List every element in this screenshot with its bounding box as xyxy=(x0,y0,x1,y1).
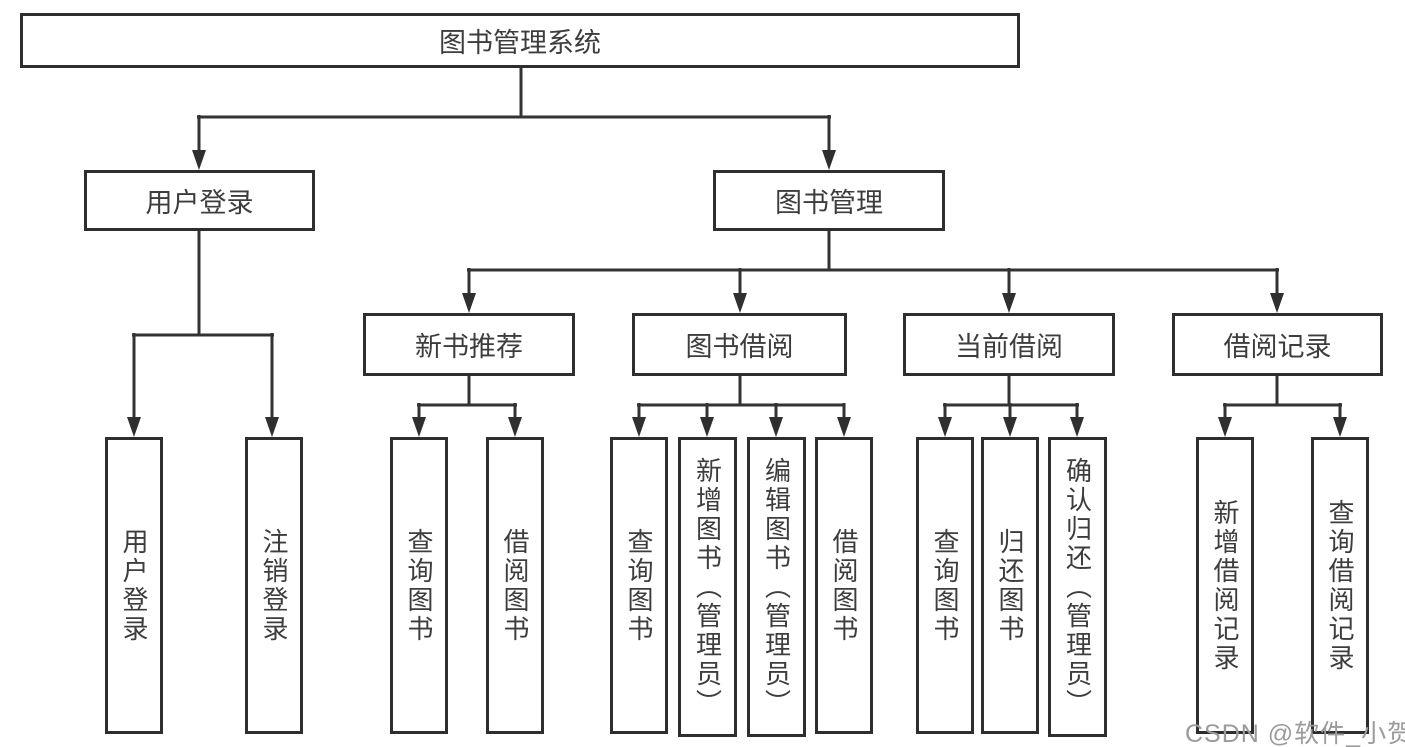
node-label: 图书管理 xyxy=(775,188,883,218)
node-label: 图书借阅 xyxy=(685,332,794,362)
leaf-edit-books-admin: 编辑图书（管理员） xyxy=(747,437,806,737)
node-label: 确认归还（管理员） xyxy=(1062,456,1093,718)
leaf-query-books-recommend: 查询图书 xyxy=(390,437,448,734)
node-label: 新增借阅记录 xyxy=(1210,498,1240,673)
node-label: 借阅记录 xyxy=(1223,332,1332,362)
leaf-confirm-return-admin: 确认归还（管理员） xyxy=(1048,437,1107,737)
node-label: 编辑图书（管理员） xyxy=(761,456,792,718)
node-label: 新书推荐 xyxy=(415,332,523,362)
leaf-add-books-admin: 新增图书（管理员） xyxy=(678,437,737,737)
node-label: 借阅图书 xyxy=(500,527,530,644)
watermark: CSDN @软件_小贺同学 xyxy=(1185,720,1405,747)
node-label: 借阅图书 xyxy=(829,527,859,644)
connector-bookmgmt-to-level3 xyxy=(462,231,1284,313)
connector-borrowing-to-leaves xyxy=(632,375,851,437)
node-label: 注销登录 xyxy=(259,527,289,644)
connector-records-to-leaves xyxy=(1218,375,1347,437)
node-label: 查询图书 xyxy=(930,527,960,644)
node-label: 新增图书（管理员） xyxy=(692,456,723,718)
node-root: 图书管理系统 xyxy=(20,13,1020,68)
node-book-borrowing: 图书借阅 xyxy=(632,313,847,376)
node-label: 查询借阅记录 xyxy=(1325,498,1355,673)
connector-userlogin-to-leaves xyxy=(127,231,279,437)
node-label: 归还图书 xyxy=(995,527,1025,644)
node-book-management: 图书管理 xyxy=(713,170,945,231)
connector-root-to-level2 xyxy=(192,68,836,170)
node-borrow-records: 借阅记录 xyxy=(1172,313,1383,376)
connector-current-to-leaves xyxy=(938,375,1084,437)
connector-newbooks-to-leaves xyxy=(412,375,522,437)
node-label: 用户登录 xyxy=(145,188,254,218)
leaf-add-borrow-record: 新增借阅记录 xyxy=(1196,437,1254,734)
node-new-book-recommend: 新书推荐 xyxy=(363,313,575,376)
leaf-return-books: 归还图书 xyxy=(981,437,1039,734)
leaf-query-books-borrowing: 查询图书 xyxy=(610,437,668,734)
node-label: 用户登录 xyxy=(119,527,149,644)
node-user-login-branch: 用户登录 xyxy=(84,170,315,231)
leaf-query-borrow-record: 查询借阅记录 xyxy=(1311,437,1369,734)
leaf-borrow-books-recommend: 借阅图书 xyxy=(486,437,544,734)
leaf-query-books-current: 查询图书 xyxy=(916,437,974,734)
leaf-logout: 注销登录 xyxy=(245,437,303,734)
node-label: 查询图书 xyxy=(404,527,434,644)
node-label: 图书管理系统 xyxy=(439,28,601,58)
leaf-borrow-books: 借阅图书 xyxy=(815,437,873,734)
leaf-user-login: 用户登录 xyxy=(105,437,163,734)
node-current-borrowing: 当前借阅 xyxy=(903,313,1115,376)
node-label: 查询图书 xyxy=(624,527,654,644)
node-label: 当前借阅 xyxy=(955,332,1063,362)
